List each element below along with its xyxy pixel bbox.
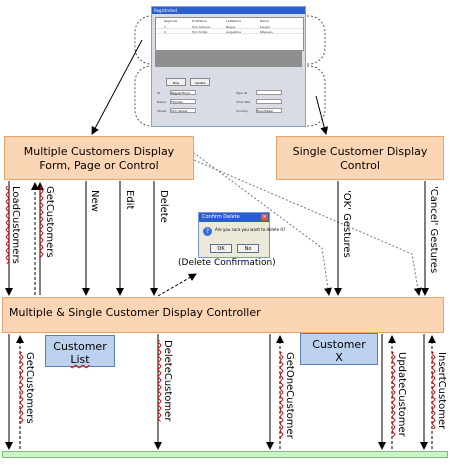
field-input: Euro/Spain (256, 108, 282, 113)
field-label: Country (236, 109, 248, 113)
edit-label: Edit (124, 190, 135, 210)
single-customer-display-box: Single Customer Display Control (276, 136, 444, 180)
field-input: Thomas (170, 99, 196, 104)
data-layer-bar (2, 451, 448, 458)
controller-label: Multiple & Single Customer Display Contr… (9, 306, 261, 319)
single-box-line2: Control (340, 159, 380, 172)
grid-cell: Bagus (226, 25, 236, 29)
get-customers-top-label: GetCustomers (44, 186, 55, 258)
field-input (256, 90, 282, 95)
dialog-message: Are you sure you want to delete it? (215, 227, 286, 232)
delete-confirmation-caption: (Delete Confirmation) (178, 258, 276, 268)
arrow-to-confirm (157, 273, 197, 297)
get-one-customer-label: GetOneCustomer (284, 352, 295, 439)
get-customers-bottom-label: GetCustomers (24, 352, 35, 424)
field-label: Name (157, 100, 166, 104)
delete-label: Delete (158, 190, 169, 223)
customer-x-line1: Customer (312, 338, 366, 351)
app-screenshot: Registrated RegCode FirstName LastName N… (151, 6, 306, 127)
grid-cell: Augustine (226, 30, 242, 34)
grid-header: RegCode (164, 19, 178, 23)
screenshot-update-button: Update (190, 78, 210, 86)
field-label: Time Tele (236, 100, 251, 104)
new-label: New (89, 190, 100, 212)
dialog-title: Confirm Delete (199, 213, 269, 222)
grid-cell: 2 (164, 30, 166, 34)
customer-x-line2: X (335, 351, 343, 364)
grid-cell: Tom Kristy (192, 30, 208, 34)
ok-gestures-label: 'OK' Gestures (341, 190, 352, 258)
field-label: Street (157, 109, 167, 113)
grid-row: 2 Tom Kristy Augustine Ritgreen (156, 29, 303, 34)
detail-region-outline (134, 65, 326, 127)
grid-empty-area (155, 50, 302, 67)
cancel-gestures-label: 'Cancel' Gestures (428, 186, 439, 274)
field-label: Type ID (236, 91, 248, 95)
screenshot-new-button: New (166, 78, 186, 86)
customer-list-box: Customer List (45, 335, 115, 367)
customer-list-line1: Customer (53, 340, 107, 353)
dotted-link-2 (193, 159, 422, 296)
grid-cell: Langer (260, 25, 271, 29)
field-label: ID (157, 91, 161, 95)
dialog-no-button: No (237, 244, 259, 253)
multi-box-line1: Multiple Customers Display (23, 145, 175, 158)
multi-box-line2: Form, Page or Control (39, 159, 159, 172)
grid-header: FirstName (192, 19, 208, 23)
grid-header: Name (260, 19, 269, 23)
grid-row: 1 Tom Jackson Bagus Langer (156, 24, 303, 29)
load-customers-label: LoadCustomers (10, 186, 21, 264)
display-controller-box: Multiple & Single Customer Display Contr… (2, 297, 444, 333)
grid-cell: Ritgreen (260, 30, 273, 34)
close-icon: × (261, 214, 268, 221)
confirm-delete-dialog: Confirm Delete × ? Are you sure you want… (198, 212, 285, 258)
grid-cell: Tom Jackson (192, 25, 211, 29)
customer-list-line2: List (70, 353, 90, 366)
delete-customer-label: DeleteCustomer (162, 340, 173, 422)
dialog-ok-button: OK (210, 244, 232, 253)
screenshot-title: Registrated (152, 7, 305, 14)
update-customer-label: UpdateCustomer (396, 352, 407, 437)
screenshot-grid: RegCode FirstName LastName Name 1 Tom Ja… (155, 17, 304, 51)
field-input: Tom Street (170, 108, 196, 113)
grid-header: LastName (226, 19, 242, 23)
arrow-detail-to-single (315, 95, 329, 135)
multiple-customers-display-box: Multiple Customers Display Form, Page or… (4, 136, 194, 180)
single-box-line1: Single Customer Display (292, 145, 428, 158)
field-input: Bagus/Thom (170, 90, 196, 95)
insert-customer-label: InsertCustomer (436, 352, 447, 430)
field-input (256, 99, 282, 104)
arrow-grid-to-multi (91, 39, 143, 135)
question-icon: ? (203, 227, 212, 236)
grid-cell: 1 (164, 25, 166, 29)
dotted-link-1 (189, 149, 332, 296)
customer-x-box: Customer X (300, 333, 378, 365)
